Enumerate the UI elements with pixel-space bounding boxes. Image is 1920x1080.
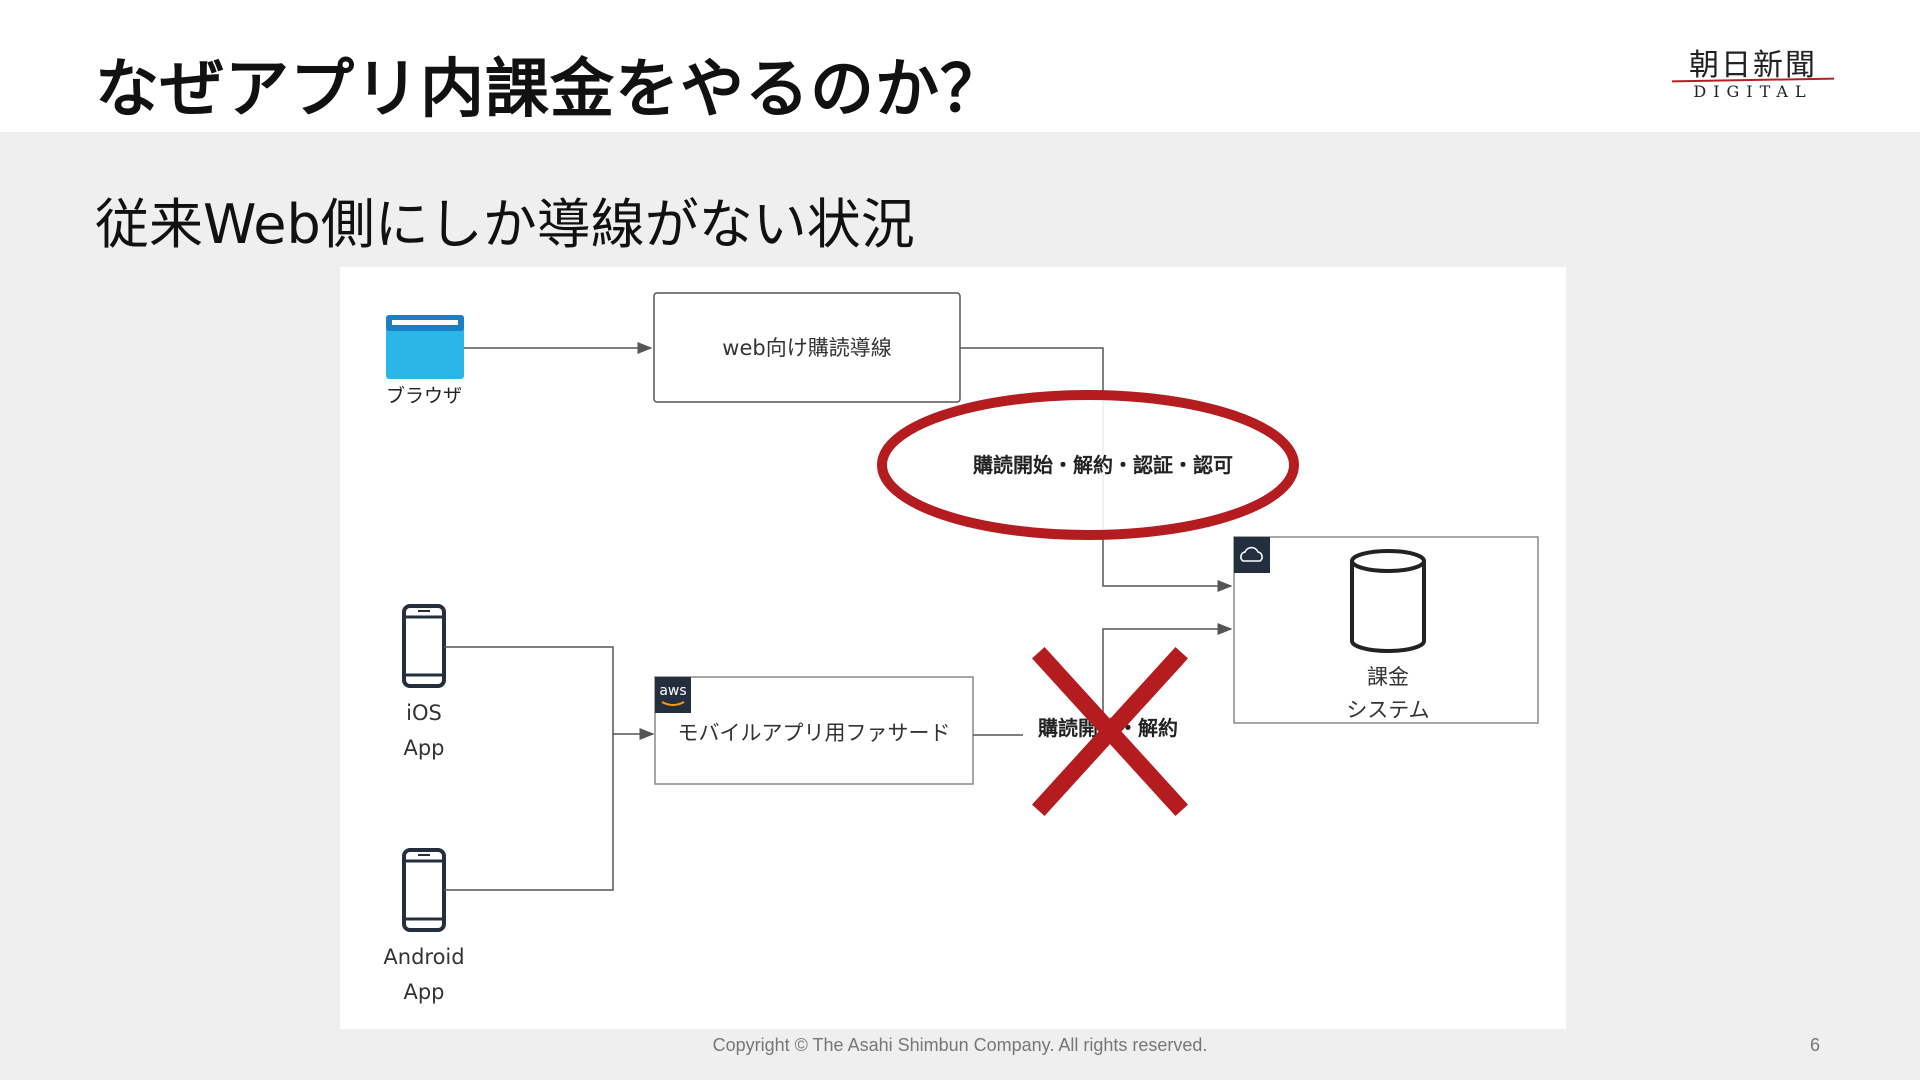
android-phone-icon — [402, 848, 446, 932]
android-label-2: App — [403, 980, 444, 1004]
ios-label-2: App — [403, 736, 444, 760]
architecture-diagram: ブラウザ web向け購読導線 購読開始・解約・認証・認可 課金 システム — [383, 292, 1539, 1004]
web-flow-label: web向け購読導線 — [722, 336, 891, 360]
mobile-facade-box — [654, 676, 974, 785]
page-number: 6 — [1810, 1035, 1821, 1055]
android-label-1: Android — [383, 945, 464, 969]
ios-phone-icon — [402, 604, 446, 688]
highlight-label: 購読開始・解約・認証・認可 — [973, 453, 1233, 477]
blocked-billing-arrow — [1102, 623, 1233, 735]
facade-label: モバイルアプリ用ファサード — [678, 721, 951, 745]
apps-connector — [444, 646, 614, 891]
copyright-footer: Copyright © The Asahi Shimbun Company. A… — [712, 1035, 1208, 1055]
logo-kanji: 朝日新聞 — [1689, 48, 1817, 83]
aws-badge-text: aws — [659, 683, 686, 699]
billing-label-2: システム — [1346, 698, 1429, 722]
logo-digital: DIGITAL — [1693, 82, 1813, 101]
header-bar: なぜアプリ内課金をやるのか？ 朝日新聞 DIGITAL — [0, 0, 1920, 132]
blocked-x-mark — [1031, 646, 1189, 817]
slide-subtitle: 従来Web側にしか導線がない状況 — [95, 193, 915, 256]
database-icon — [1350, 549, 1426, 653]
ios-label-1: iOS — [406, 701, 442, 725]
aws-smile-icon — [661, 701, 685, 706]
browser-label: ブラウザ — [386, 384, 462, 407]
browser-icon — [386, 315, 464, 379]
cloud-icon — [1234, 537, 1270, 573]
page-title: なぜアプリ内課金をやるのか？ — [95, 53, 1005, 127]
aws-badge — [655, 677, 691, 713]
highlight-ellipse — [877, 390, 1299, 540]
asahi-digital-logo: 朝日新聞 DIGITAL — [1668, 40, 1838, 108]
billing-label-1: 課金 — [1367, 665, 1409, 689]
diagram-panel: ブラウザ web向け購読導線 購読開始・解約・認証・認可 課金 システム — [340, 267, 1566, 1029]
